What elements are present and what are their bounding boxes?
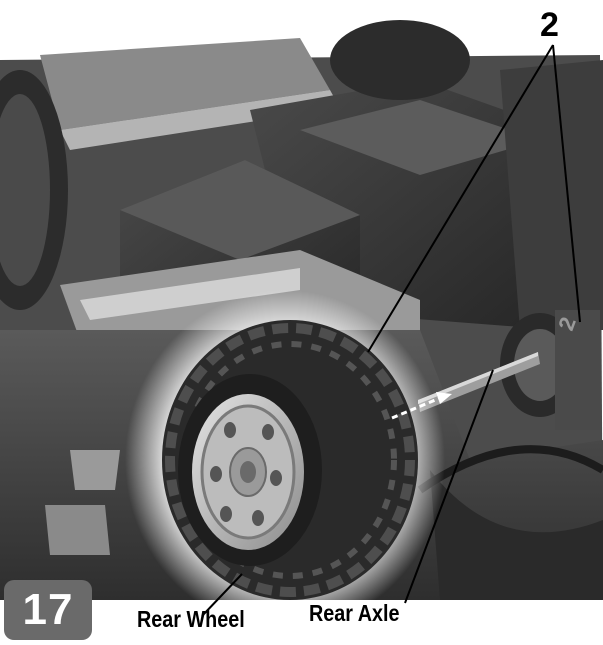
wheel-rim	[192, 394, 304, 550]
rear-wheel-label: Rear Wheel	[137, 606, 245, 632]
part-reference-number: 2	[540, 6, 559, 44]
rear-axle-label: Rear Axle	[309, 600, 400, 626]
callout-leaders	[201, 44, 581, 617]
rear-axle	[418, 352, 540, 412]
rear-wheel	[162, 320, 418, 600]
step-number-badge: 17	[4, 580, 92, 640]
insert-direction-arrow	[391, 392, 452, 420]
